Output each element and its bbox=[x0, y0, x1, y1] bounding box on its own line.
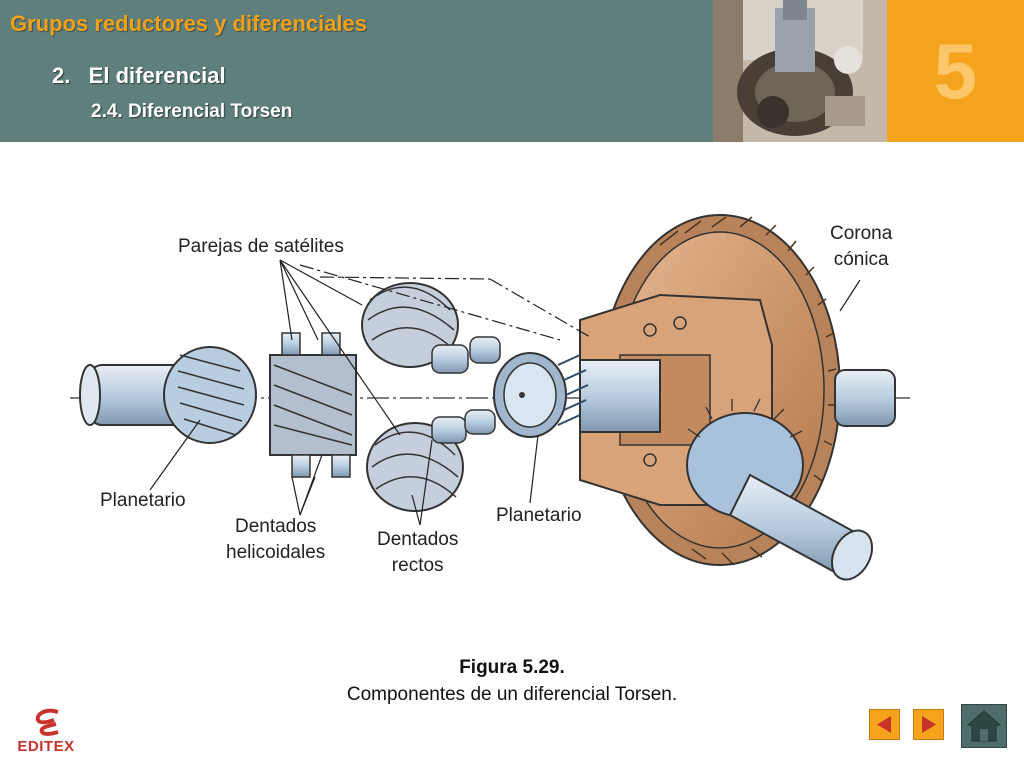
chapter-number-box: 5 bbox=[887, 0, 1024, 142]
editex-logo-text: EDITEX bbox=[17, 738, 75, 755]
label-satellite-pairs: Parejas de satélites bbox=[178, 236, 344, 257]
editex-logo: EDITEX bbox=[10, 708, 82, 760]
differential-photo bbox=[713, 0, 887, 142]
next-slide-button[interactable] bbox=[913, 709, 944, 740]
left-planetary-gear bbox=[79, 346, 257, 444]
figure-number: Figura 5.29. bbox=[459, 657, 565, 678]
subsection-title: 2.4. Diferencial Torsen bbox=[91, 101, 293, 122]
chapter-number: 5 bbox=[933, 27, 978, 115]
right-planetary-gear bbox=[493, 352, 661, 438]
triangle-left-icon bbox=[877, 716, 891, 733]
helical-satellites bbox=[269, 332, 357, 478]
chapter-title: Grupos reductores y diferenciales bbox=[10, 11, 368, 36]
label-straight-teeth: Dentados rectos bbox=[377, 529, 459, 576]
house-icon bbox=[966, 710, 1002, 742]
label-helical-teeth: Dentados helicoidales bbox=[226, 516, 326, 563]
leader-lines bbox=[149, 259, 861, 526]
pinion-gear bbox=[686, 398, 874, 581]
label-crown-gear: Corona cónica bbox=[830, 223, 893, 270]
label-left-planetary: Planetario bbox=[100, 490, 186, 511]
torsen-diagram bbox=[70, 214, 910, 581]
figure-caption: Componentes de un diferencial Torsen. bbox=[346, 684, 678, 705]
previous-slide-button[interactable] bbox=[869, 709, 900, 740]
upper-satellite-pair bbox=[361, 282, 501, 374]
torsen-differential-figure: Parejas de satélites Corona cónica Plane… bbox=[60, 205, 920, 605]
header-bar: Grupos reductores y diferenciales 2. El … bbox=[0, 0, 1024, 142]
section-title: 2. El diferencial bbox=[52, 63, 226, 88]
triangle-right-icon bbox=[922, 716, 936, 733]
home-button[interactable] bbox=[961, 704, 1007, 748]
label-right-planetary: Planetario bbox=[496, 505, 582, 526]
lower-satellite-pair bbox=[366, 409, 496, 512]
right-shaft bbox=[834, 369, 896, 427]
editex-logo-mark bbox=[35, 708, 59, 736]
